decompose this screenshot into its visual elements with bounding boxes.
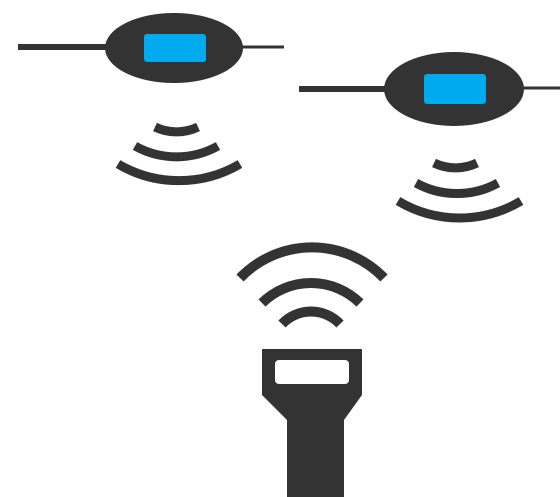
tag-right-wave-1 (434, 163, 477, 168)
reader-wave-1 (282, 312, 340, 324)
tag-right-display (424, 74, 486, 104)
tag-left-wave-2 (135, 146, 218, 157)
reader-wave-3 (240, 247, 384, 278)
tag-left-wave-3 (118, 164, 240, 181)
tag-left-display (144, 34, 206, 62)
reader-wave-2 (262, 283, 360, 303)
tag-right-wave-3 (398, 201, 521, 218)
tag-right-signal-waves (398, 163, 521, 218)
reader-signal-waves (240, 247, 384, 324)
tag-left-signal-waves (118, 127, 240, 181)
handheld-reader (262, 349, 362, 497)
reader-window (275, 360, 349, 384)
rfid-tag-left (18, 13, 284, 83)
tag-right-wave-2 (416, 183, 498, 194)
rfid-tag-right (299, 52, 560, 126)
tag-left-wave-1 (155, 127, 198, 132)
